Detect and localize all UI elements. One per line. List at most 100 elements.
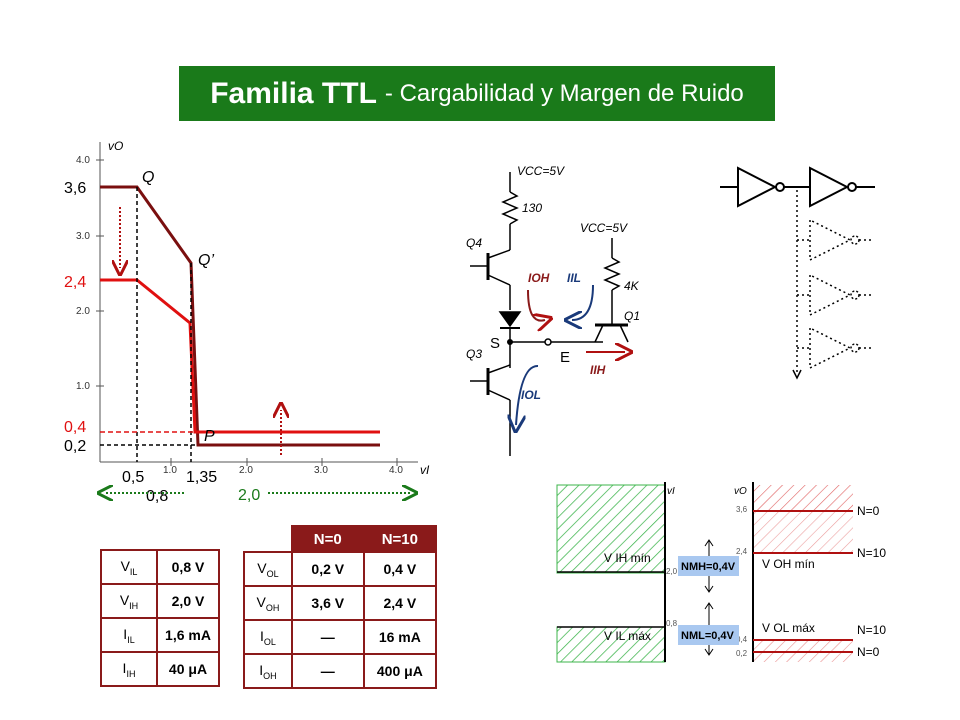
q3-label: Q3 [466, 347, 482, 361]
nmh-label: NMH=0,4V [681, 561, 736, 573]
iol-label: IOL [521, 388, 541, 402]
y-tick-1: 1.0 [76, 381, 90, 392]
voh-min-label: V OH mín [762, 557, 815, 571]
n10-top-label: N=10 [857, 546, 886, 560]
vo-tick-04: 0,4 [736, 635, 748, 644]
xmark-05: 0,5 [122, 469, 144, 486]
gate-fanout-diagram [720, 166, 875, 380]
cell-n10: 0,4 V [362, 551, 438, 587]
voh-region-n10 [753, 511, 853, 553]
gate-fanout-loads [792, 190, 872, 380]
row-label: IOH [243, 653, 293, 689]
x-tick-2: 2.0 [239, 465, 253, 476]
level-02: 0,2 [64, 438, 86, 455]
vo-tick-02: 0,2 [736, 649, 748, 658]
y-tick-4: 4.0 [76, 155, 90, 166]
row-value: 40 μA [156, 651, 220, 687]
level-24: 2,4 [64, 274, 86, 291]
cell-n0: — [290, 619, 365, 655]
vih-region [556, 484, 666, 574]
ioh-label: IOH [528, 271, 550, 285]
y-tick-3: 3.0 [76, 231, 90, 242]
row-label: VIL [100, 549, 158, 585]
row-label: IIH [100, 651, 158, 687]
cell-n0: 0,2 V [290, 551, 365, 587]
vil-max-label: V IL máx [604, 629, 651, 643]
level-36: 3,6 [64, 180, 86, 197]
row-value: 2,0 V [156, 583, 220, 619]
q4-label: Q4 [466, 236, 482, 250]
n10-bottom-label: N=10 [857, 623, 886, 637]
row-label: VOH [243, 585, 293, 621]
row-label: IIL [100, 617, 158, 653]
row-label: VIH [100, 583, 158, 619]
n0-bottom-label: N=0 [857, 645, 880, 659]
node-s-dot [507, 339, 513, 345]
table-row: IOH—400 μA [243, 653, 438, 689]
table-row: IOL—16 mA [243, 619, 438, 655]
row-label: IOL [243, 619, 293, 655]
q1-label: Q1 [624, 309, 640, 323]
x-ticks: 1.0 2.0 3.0 4.0 [163, 458, 403, 476]
x-tick-4: 4.0 [389, 465, 403, 476]
nml-label: NML=0,4V [681, 630, 735, 642]
point-qprime: Q’ [198, 252, 214, 269]
title-rest: - Cargabilidad y Margen de Ruido [384, 79, 744, 107]
vo-label: vO [734, 486, 747, 497]
y-ticks: 4.0 3.0 2.0 1.0 [76, 155, 104, 392]
point-q: Q [142, 169, 154, 186]
vil-region [556, 626, 666, 663]
resistor-4k-label: 4K [624, 279, 640, 293]
title-bold: Familia TTL [210, 76, 377, 110]
col-header-n10: N=10 [362, 525, 438, 553]
node-s-label: S [490, 335, 500, 352]
cell-n0: — [290, 653, 365, 689]
level-04: 0,4 [64, 419, 86, 436]
x-tick-3: 3.0 [314, 465, 328, 476]
vo-tick-24: 2,4 [736, 547, 748, 556]
row-value: 1,6 mA [156, 617, 220, 653]
cell-n0: 3,6 V [290, 585, 365, 621]
curve-n10 [100, 278, 380, 434]
title-banner: Familia TTL - Cargabilidad y Margen de R… [179, 66, 775, 121]
arrow-iil [572, 284, 594, 320]
node-e-label: E [560, 349, 570, 366]
col-header-n0: N=0 [290, 525, 365, 553]
row-label: VOL [243, 551, 293, 587]
row-value: 0,8 V [156, 549, 220, 585]
iil-label: IIL [567, 271, 581, 285]
cell-n10: 2,4 V [362, 585, 438, 621]
cell-n10: 16 mA [362, 619, 438, 655]
y-axis-label: vO [108, 139, 123, 153]
gate-driver [720, 166, 875, 208]
nml-box [678, 625, 739, 645]
xmark-135: 1,35 [186, 469, 217, 486]
vcc-label-1: VCC=5V [517, 164, 565, 178]
n0-top-label: N=0 [857, 504, 880, 518]
vo-tick-36: 3,6 [736, 505, 748, 514]
y-tick-2: 2.0 [76, 306, 90, 317]
vi-label: vI [667, 486, 675, 497]
vi-tick-20: 2,0 [666, 567, 678, 576]
xmark-20: 2,0 [238, 487, 260, 504]
vih-min-label: V IH mín [604, 551, 651, 565]
x-tick-1: 1.0 [163, 465, 177, 476]
resistor-130-label: 130 [522, 201, 542, 215]
vol-max-label: V OL máx [762, 621, 815, 635]
point-p: P [204, 428, 215, 445]
arrow-iol [516, 364, 539, 425]
x-axis-label: vI [420, 463, 430, 477]
nmh-box [678, 556, 739, 576]
arrow-ioh [527, 289, 545, 321]
voh-region [753, 485, 853, 511]
iih-label: IIH [590, 363, 606, 377]
